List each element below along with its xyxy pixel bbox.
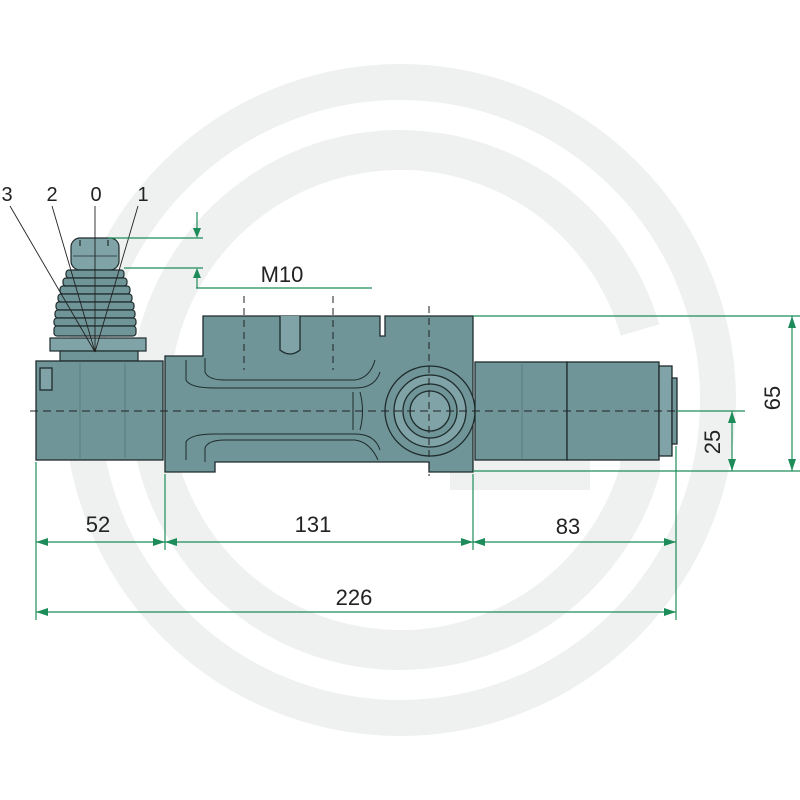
- lever-position-0: 0: [90, 184, 101, 206]
- dimension-right-section: 83: [556, 514, 580, 539]
- lever-position-1: 1: [137, 184, 148, 206]
- lever-position-3: 3: [1, 184, 12, 206]
- dimension-lines: [35, 315, 800, 620]
- lever-position-2: 2: [46, 184, 57, 206]
- dimension-axis-height: 25: [700, 430, 725, 454]
- dimension-arrows: [36, 316, 796, 616]
- dimension-overall-length: 226: [336, 585, 373, 610]
- thread-hole-lines: [243, 296, 430, 476]
- boot-flange: [49, 337, 147, 352]
- thread-label: M10: [261, 262, 304, 287]
- dimension-overall-height: 65: [760, 386, 785, 410]
- dimension-middle-section: 131: [295, 512, 332, 537]
- lever-position-lines: [9, 205, 139, 353]
- valve-body: [35, 315, 678, 473]
- dimension-left-section: 52: [86, 512, 110, 537]
